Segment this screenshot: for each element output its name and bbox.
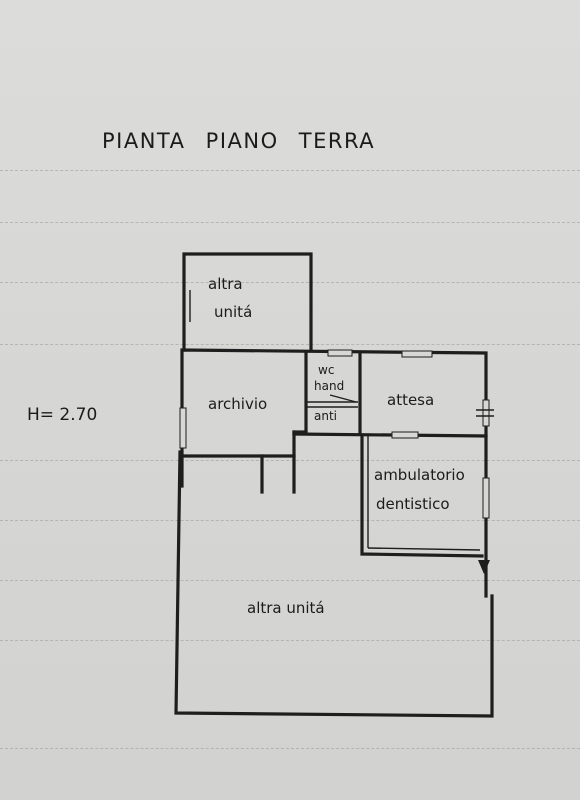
door-wc xyxy=(329,394,357,403)
scan-line xyxy=(0,170,580,171)
room-label-ambulatorio-2: dentistico xyxy=(376,495,450,513)
scan-line xyxy=(0,748,580,749)
scan-line xyxy=(0,520,580,521)
room-label-attesa: attesa xyxy=(387,391,434,409)
room-label-top-unit-1: altra xyxy=(208,275,243,293)
wall-ambulatorio xyxy=(360,434,484,558)
room-label-hand: hand xyxy=(314,379,344,393)
wall-top-unit xyxy=(182,252,313,352)
window-inner xyxy=(391,431,419,439)
room-label-top-unit-2: unitá xyxy=(214,303,252,321)
room-label-anti: anti xyxy=(314,409,337,423)
window-top xyxy=(327,349,353,357)
wall-attesa-bottom xyxy=(292,432,488,438)
scan-line xyxy=(0,640,580,641)
scan-line xyxy=(0,344,580,345)
window-left xyxy=(179,407,187,449)
scan-line xyxy=(0,580,580,581)
plan-title: PIANTA PIANO TERRA xyxy=(102,129,376,153)
window-right xyxy=(482,399,490,427)
room-label-bottom-unit: altra unitá xyxy=(247,599,325,617)
window-right xyxy=(482,477,490,519)
scan-line xyxy=(0,222,580,223)
scan-line xyxy=(0,460,580,461)
ceiling-height-label: H= 2.70 xyxy=(27,405,98,425)
corner-mark xyxy=(478,560,490,574)
wall-outer-lower xyxy=(174,450,494,718)
wall-ambulatorio-inner-bottom xyxy=(367,547,481,551)
window-top xyxy=(401,350,433,358)
room-label-wc: wc xyxy=(318,363,334,377)
room-label-ambulatorio-1: ambulatorio xyxy=(374,466,465,484)
room-label-archivio: archivio xyxy=(208,395,267,413)
scan-line xyxy=(0,282,580,283)
